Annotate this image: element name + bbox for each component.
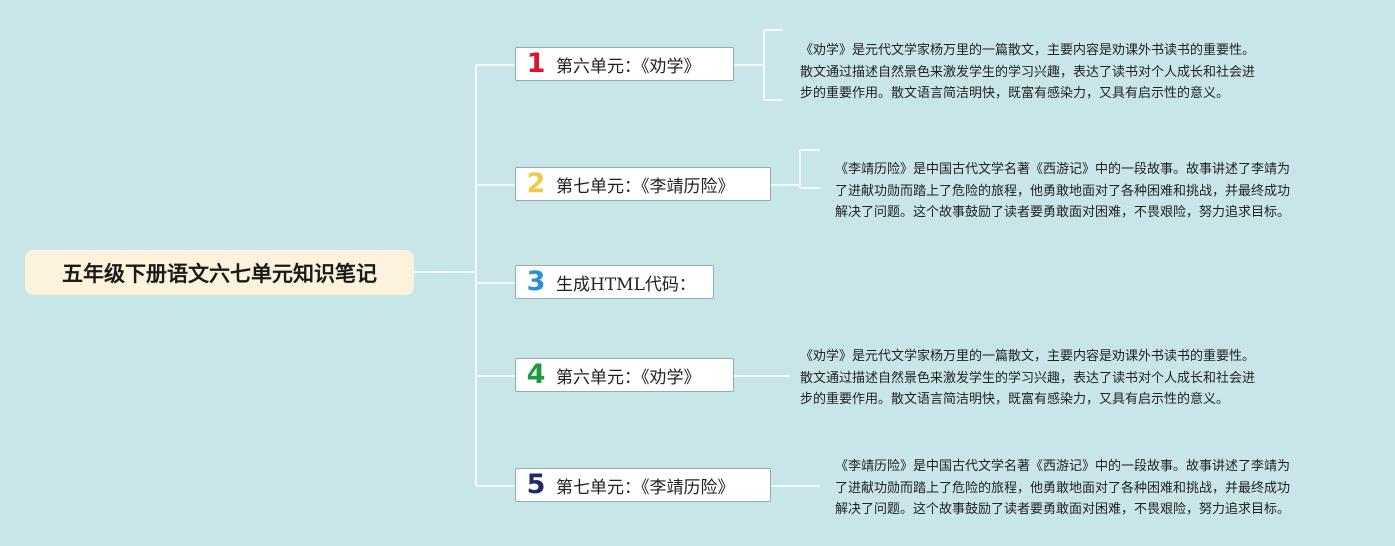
note-line: 散文通过描述自然景色来激发学生的学习兴趣，表达了读书对个人成长和社会进 bbox=[800, 370, 1256, 386]
note-line: 了进献功勋而踏上了危险的旅程，他勇敢地面对了各种困难和挑战，并最终成功 bbox=[835, 480, 1291, 496]
root-topic[interactable]: 五年级下册语文六七单元知识笔记 bbox=[25, 250, 414, 295]
branch-node-4[interactable]: 4 第六单元：《劝学》 bbox=[515, 358, 734, 392]
note-bracket-2 bbox=[771, 149, 820, 189]
branch-number-1: 1 bbox=[526, 48, 546, 79]
branch-note-5: 《李靖历险》是中国古代文学名著《西游记》中的一段故事。故事讲述了李靖为 了进献功… bbox=[835, 456, 1290, 521]
branch-label-3: 生成HTML代码： bbox=[556, 274, 696, 295]
note-line: 步的重要作用。散文语言简洁明快，既富有感染力，又具有启示性的意义。 bbox=[800, 86, 1230, 101]
branch-note-4: 《劝学》是元代文学家杨万里的一篇散文，主要内容是劝课外书读书的重要性。 散文通过… bbox=[800, 346, 1255, 411]
branch-node-3[interactable]: 3 生成HTML代码： bbox=[515, 265, 714, 299]
note-line: 解决了问题。这个故事鼓励了读者要勇敢面对困难，不畏艰险，努力追求目标。 bbox=[835, 205, 1291, 220]
note-line: 《劝学》是元代文学家杨万里的一篇散文，主要内容是劝课外书读书的重要性。 bbox=[800, 43, 1256, 58]
branch-label-1: 第六单元：《劝学》 bbox=[556, 56, 701, 77]
branch-number-3: 3 bbox=[526, 266, 546, 297]
note-line: 《李靖历险》是中国古代文学名著《西游记》中的一段故事。故事讲述了李靖为 bbox=[835, 162, 1291, 177]
note-line: 《劝学》是元代文学家杨万里的一篇散文，主要内容是劝课外书读书的重要性。 bbox=[800, 349, 1256, 364]
note-line: 散文通过描述自然景色来激发学生的学习兴趣，表达了读书对个人成长和社会进 bbox=[800, 64, 1256, 80]
branch-number-4: 4 bbox=[526, 359, 546, 390]
branch-label-5: 第七单元：《李靖历险》 bbox=[556, 477, 735, 498]
note-line: 了进献功勋而踏上了危险的旅程，他勇敢地面对了各种困难和挑战，并最终成功 bbox=[835, 183, 1291, 199]
branch-node-5[interactable]: 5 第七单元：《李靖历险》 bbox=[515, 468, 771, 502]
note-line: 步的重要作用。散文语言简洁明快，既富有感染力，又具有启示性的意义。 bbox=[800, 392, 1230, 407]
branch-number-2: 2 bbox=[526, 168, 546, 199]
note-line: 解决了问题。这个故事鼓励了读者要勇敢面对困难，不畏艰险，努力追求目标。 bbox=[835, 502, 1291, 517]
branch-label-4: 第六单元：《劝学》 bbox=[556, 367, 701, 388]
branch-label-2: 第七单元：《李靖历险》 bbox=[556, 176, 735, 197]
branch-note-1: 《劝学》是元代文学家杨万里的一篇散文，主要内容是劝课外书读书的重要性。 散文通过… bbox=[800, 40, 1255, 105]
branch-number-5: 5 bbox=[526, 469, 546, 500]
root-title: 五年级下册语文六七单元知识笔记 bbox=[62, 261, 377, 286]
note-bracket-1 bbox=[734, 29, 783, 101]
branch-node-2[interactable]: 2 第七单元：《李靖历险》 bbox=[515, 167, 771, 201]
branch-node-1[interactable]: 1 第六单元：《劝学》 bbox=[515, 47, 734, 81]
note-line: 《李靖历险》是中国古代文学名著《西游记》中的一段故事。故事讲述了李靖为 bbox=[835, 459, 1291, 474]
branch-note-2: 《李靖历险》是中国古代文学名著《西游记》中的一段故事。故事讲述了李靖为 了进献功… bbox=[835, 159, 1290, 224]
